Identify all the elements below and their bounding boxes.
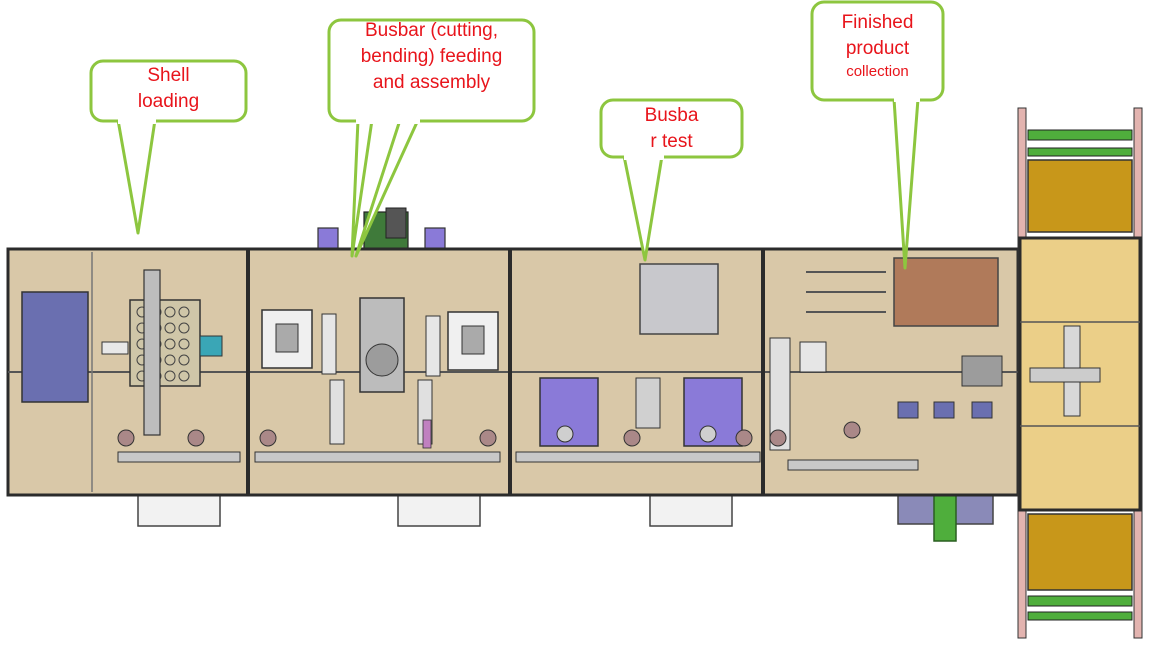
callout-line: Busbar (cutting, [364, 20, 499, 41]
callout-line: Shell [147, 65, 190, 86]
callout-finished-collection [810, 0, 945, 270]
finished-collection-station [769, 257, 1003, 471]
callout-line: collection [846, 63, 909, 80]
callout-line: Busba [644, 105, 699, 126]
callout-line: and assembly [372, 72, 491, 93]
callout-line: loading [137, 91, 200, 112]
callout-label-finished-collection: Finished product collection [812, 10, 943, 82]
callout-label-shell-loading: Shell loading [91, 63, 246, 115]
callout-label-busbar-feeding: Busbar (cutting, bending) feeding and as… [329, 18, 534, 96]
transfer-conveyor [1017, 107, 1143, 639]
callout-shell-loading [89, 59, 248, 235]
shell-loading-station [21, 269, 241, 463]
callout-busbar-feeding [327, 18, 536, 258]
busbar-test-station [515, 263, 761, 463]
callout-line: bending) feeding [360, 46, 503, 67]
callout-line: Finished [841, 12, 914, 33]
callout-line: product [845, 38, 910, 59]
callout-label-busbar-test: Busba r test [601, 103, 742, 155]
busbar-feeding-station [254, 297, 501, 463]
callout-line: r test [650, 131, 693, 152]
callout-busbar-test [599, 98, 744, 262]
